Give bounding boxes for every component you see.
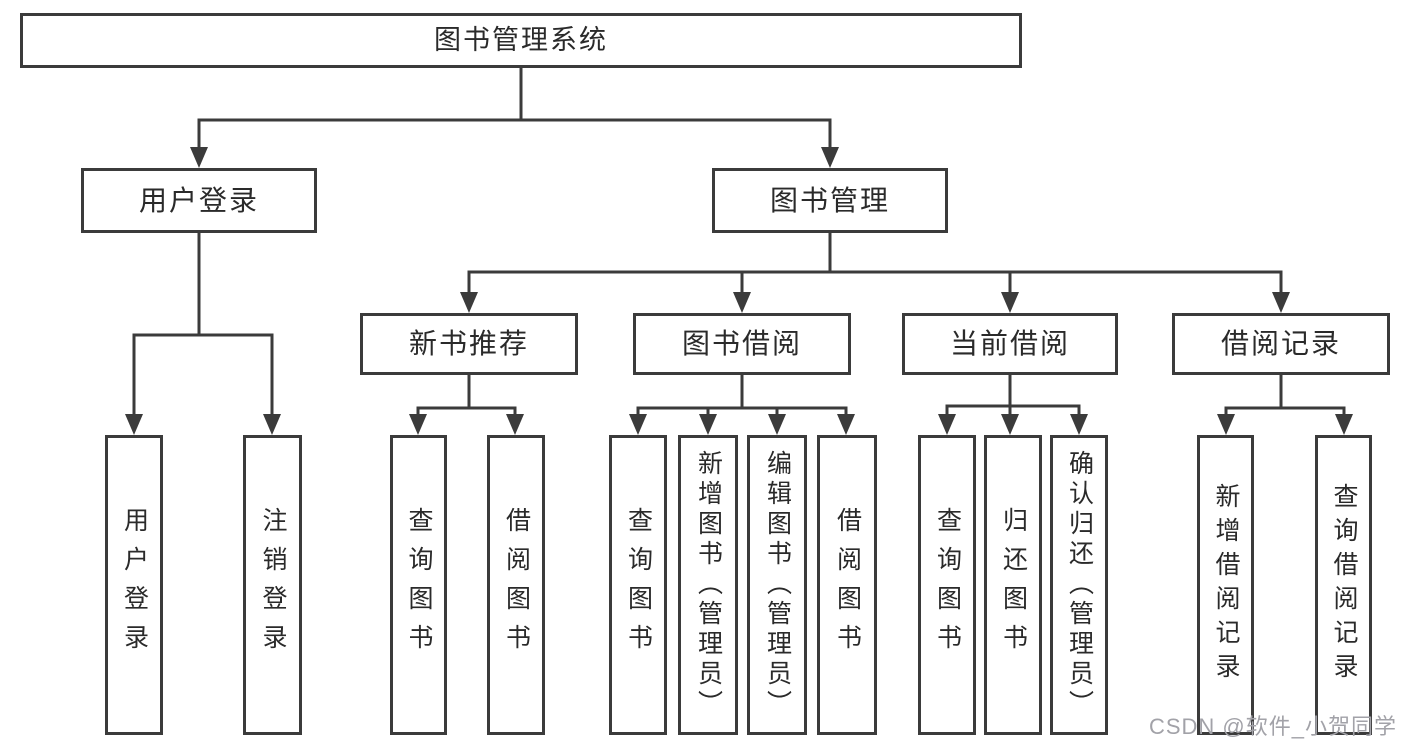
leaf-borrowing-borrow-books: 借阅图书 bbox=[817, 435, 877, 735]
arrowhead-down-icon bbox=[263, 414, 281, 435]
csdn-watermark: CSDN @软件_小贺同学 bbox=[1148, 714, 1397, 739]
arrowhead-down-icon bbox=[768, 414, 786, 435]
node-current-borrowing: 当前借阅 bbox=[902, 313, 1118, 375]
arrowhead-down-icon bbox=[1335, 414, 1353, 435]
arrowhead-down-icon bbox=[629, 414, 647, 435]
arrowhead-down-icon bbox=[409, 414, 427, 435]
leaf-logout: 注销登录 bbox=[243, 435, 302, 735]
arrowhead-down-icon bbox=[733, 292, 751, 313]
node-book-borrowing: 图书借阅 bbox=[633, 313, 851, 375]
leaf-current-query-books: 查询图书 bbox=[918, 435, 976, 735]
arrowhead-down-icon bbox=[821, 147, 839, 168]
arrowhead-down-icon bbox=[938, 414, 956, 435]
leaf-current-confirm-return-admin: 确认归还（管理员） bbox=[1050, 435, 1108, 735]
arrowhead-down-icon bbox=[1272, 292, 1290, 313]
node-new-book-recommendation: 新书推荐 bbox=[360, 313, 578, 375]
leaf-user-login: 用户登录 bbox=[105, 435, 163, 735]
leaf-borrowing-query-books: 查询图书 bbox=[609, 435, 667, 735]
node-library-management-system: 图书管理系统 bbox=[20, 13, 1022, 68]
arrowhead-down-icon bbox=[460, 292, 478, 313]
arrowhead-down-icon bbox=[190, 147, 208, 168]
arrowhead-down-icon bbox=[1001, 292, 1019, 313]
leaf-recommend-borrow-books: 借阅图书 bbox=[487, 435, 545, 735]
arrowhead-down-icon bbox=[1217, 414, 1235, 435]
arrowhead-down-icon bbox=[699, 414, 717, 435]
leaf-borrowing-edit-books-admin: 编辑图书（管理员） bbox=[747, 435, 807, 735]
leaf-records-add-record: 新增借阅记录 bbox=[1197, 435, 1254, 735]
node-borrowing-records: 借阅记录 bbox=[1172, 313, 1390, 375]
arrowhead-down-icon bbox=[1001, 414, 1019, 435]
node-user-login: 用户登录 bbox=[81, 168, 317, 233]
leaf-records-query-record: 查询借阅记录 bbox=[1315, 435, 1372, 735]
arrowhead-down-icon bbox=[1070, 414, 1088, 435]
leaf-borrowing-add-books-admin: 新增图书（管理员） bbox=[678, 435, 738, 735]
arrowhead-down-icon bbox=[125, 414, 143, 435]
arrowhead-down-icon bbox=[837, 414, 855, 435]
leaf-recommend-query-books: 查询图书 bbox=[390, 435, 447, 735]
leaf-current-return-books: 归还图书 bbox=[984, 435, 1042, 735]
arrowhead-down-icon bbox=[506, 414, 524, 435]
node-book-management: 图书管理 bbox=[712, 168, 948, 233]
